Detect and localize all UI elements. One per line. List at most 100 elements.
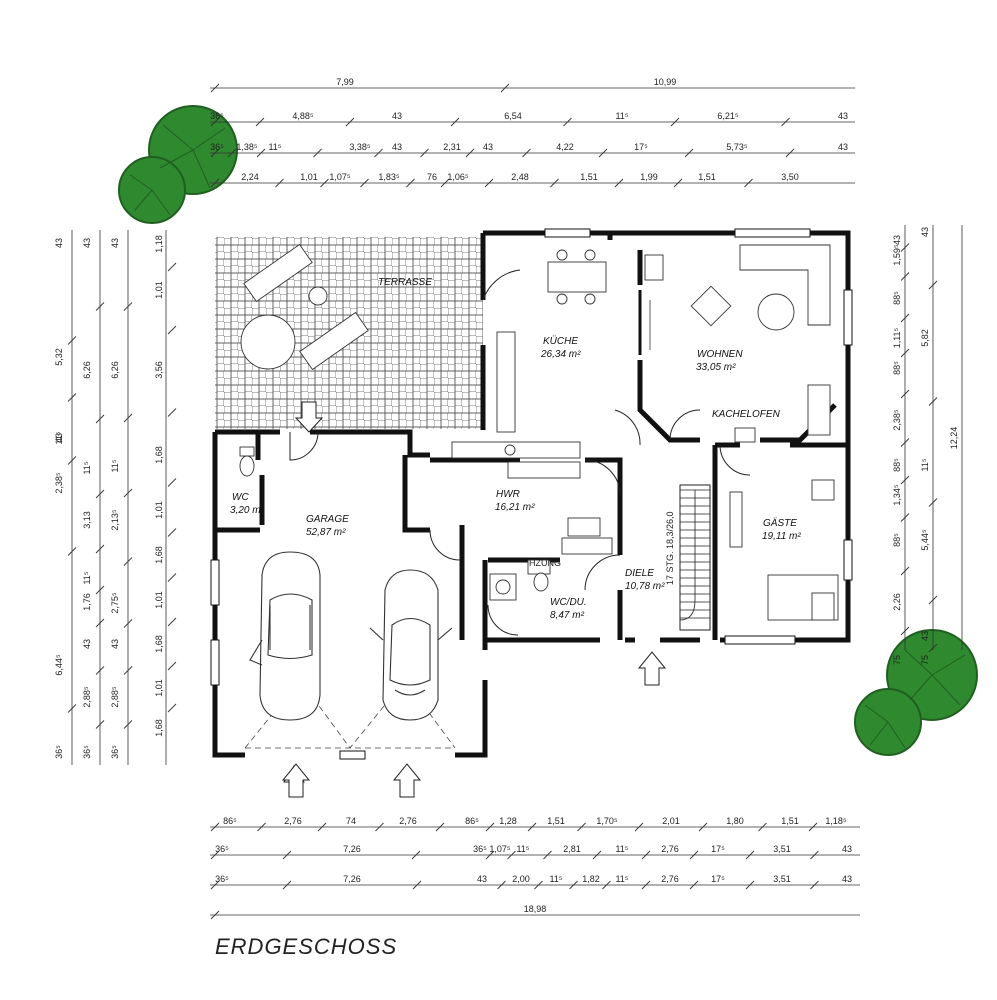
label-kachelofen: KACHELOFEN	[712, 409, 781, 420]
dimension-label: 1,07⁵	[329, 172, 351, 182]
dimension-label: 43	[892, 235, 902, 245]
dimension-label: 1,01	[154, 501, 164, 519]
dimension-label: 43	[392, 111, 402, 121]
doors	[289, 269, 751, 636]
dimension-label: 7,26	[343, 874, 361, 884]
dimension-label: 43	[842, 844, 852, 854]
dimension-label: 6,44⁵	[54, 654, 64, 676]
room-area-gaeste: 19,11 m²	[762, 531, 801, 542]
car-right	[369, 569, 453, 721]
room-name-diele: DIELE	[625, 568, 654, 579]
dimension-label: 1,76	[82, 593, 92, 611]
dining-table	[547, 261, 607, 293]
dimension-label: 2,13⁵	[110, 509, 120, 531]
dimension-label: 5,82	[920, 329, 930, 347]
garage-entry-arrow-icon	[392, 763, 422, 798]
dimension-label: 1,01	[300, 172, 318, 182]
room-area-wohnen: 33,05 m²	[696, 362, 736, 373]
dimension-label: 11⁵	[268, 142, 281, 152]
dimension-label: 36⁵	[473, 844, 487, 854]
dimension-label: 1,34⁵	[892, 484, 902, 506]
room-area-wcdu: 8,47 m²	[550, 610, 585, 621]
sun-lounger	[299, 311, 369, 371]
dimension-label: 3,38⁵	[349, 142, 371, 152]
parasol	[240, 314, 296, 370]
dimension-label: 43	[392, 142, 402, 152]
dimension-label: 1,51	[547, 816, 565, 826]
dimension-label: 43	[110, 238, 120, 248]
dimension-label: 1,18	[154, 235, 164, 253]
dimension-label: 1,51	[781, 816, 799, 826]
windows	[210, 228, 853, 760]
room-name-wc: WC	[232, 492, 249, 503]
dimension-label: 7,26	[343, 844, 361, 854]
dimension-label: 2,76	[661, 874, 679, 884]
dimension-label: 11⁵	[615, 874, 628, 884]
garage-entry-arrow-icon	[281, 763, 311, 798]
sofa	[739, 244, 831, 326]
dimension-label: 1,18⁵	[825, 816, 847, 826]
dimension-label: 75	[892, 655, 902, 665]
dimension-label: 1,99	[640, 172, 658, 182]
dimension-label: 43	[920, 227, 930, 237]
dimension-label: 12,24	[949, 427, 959, 450]
dimension-label: 3,13	[82, 511, 92, 529]
dimension-label: 18,98	[524, 904, 547, 914]
dimension-label: 17⁵	[634, 142, 648, 152]
dimension-label: 2,01	[662, 816, 680, 826]
dimension-label: 6,26	[82, 361, 92, 379]
dimension-label: 43	[838, 142, 848, 152]
dimension-label: 36⁵	[54, 745, 64, 759]
dimension-label: 2,76	[661, 844, 679, 854]
room-name-hwr: HWR	[496, 489, 520, 500]
dimension-label: 88⁵	[892, 291, 902, 305]
dimension-label: 43	[483, 142, 493, 152]
dimension-label: 43	[838, 111, 848, 121]
dimension-label: 11⁵	[516, 844, 529, 854]
room-area-garage: 52,87 m²	[306, 527, 346, 538]
dimension-label: 2,38⁵	[892, 409, 902, 431]
dimension-label: 86⁵	[465, 816, 479, 826]
dimension-label: 43	[842, 874, 852, 884]
room-name-gaeste: GÄSTE	[763, 517, 797, 529]
dimension-label: 1,82	[582, 874, 600, 884]
dimension-label: 1,68	[154, 719, 164, 737]
dimension-label: 11⁵	[110, 459, 120, 472]
dimension-label: 2,00	[512, 874, 530, 884]
dimension-label: 36⁵	[110, 745, 120, 759]
dimension-label: 17⁵	[711, 844, 725, 854]
dimension-label: 2,24	[241, 172, 259, 182]
dimension-label: 86⁵	[223, 816, 237, 826]
dimension-label: 7,99	[336, 77, 354, 87]
room-name-wohnen: WOHNEN	[697, 349, 743, 360]
room-area-kueche: 26,34 m²	[540, 349, 581, 360]
dimension-label: 36⁵	[210, 142, 224, 152]
dimension-label: 43	[477, 874, 487, 884]
dimension-label: 1,28	[499, 816, 517, 826]
dimension-label: 11⁵	[82, 461, 92, 474]
stairs-label: 17 STG. 18,3/26,0	[665, 511, 675, 585]
dimension-label: 1,59⁵	[892, 244, 902, 266]
room-name-terrasse: TERRASSE	[378, 277, 432, 288]
dimension-label: 43	[110, 639, 120, 649]
dimension-label: 2,31	[443, 142, 461, 152]
tree-top-left	[118, 105, 238, 224]
dimension-label: 6,26	[110, 361, 120, 379]
dimension-label: 3,51	[773, 874, 791, 884]
dimension-label: 36⁵	[210, 111, 224, 121]
dimension-label: 2,76	[399, 816, 417, 826]
dimension-label: 43	[82, 238, 92, 248]
dimension-label: 1,70⁵	[596, 816, 618, 826]
dimension-label: 1,01	[154, 679, 164, 697]
dimension-label: 1,11⁵	[892, 327, 902, 348]
terrace-arrow-icon	[294, 401, 324, 433]
dimension-label: 2,76	[284, 816, 302, 826]
dimension-label: 74	[346, 816, 356, 826]
dimension-label: 1,38⁵	[236, 142, 258, 152]
dimension-label: 36⁵	[82, 745, 92, 759]
dimension-label: 5,44⁵	[920, 529, 930, 551]
dimension-label: 2,88⁵	[110, 686, 120, 708]
kitchen-counter	[496, 331, 516, 433]
